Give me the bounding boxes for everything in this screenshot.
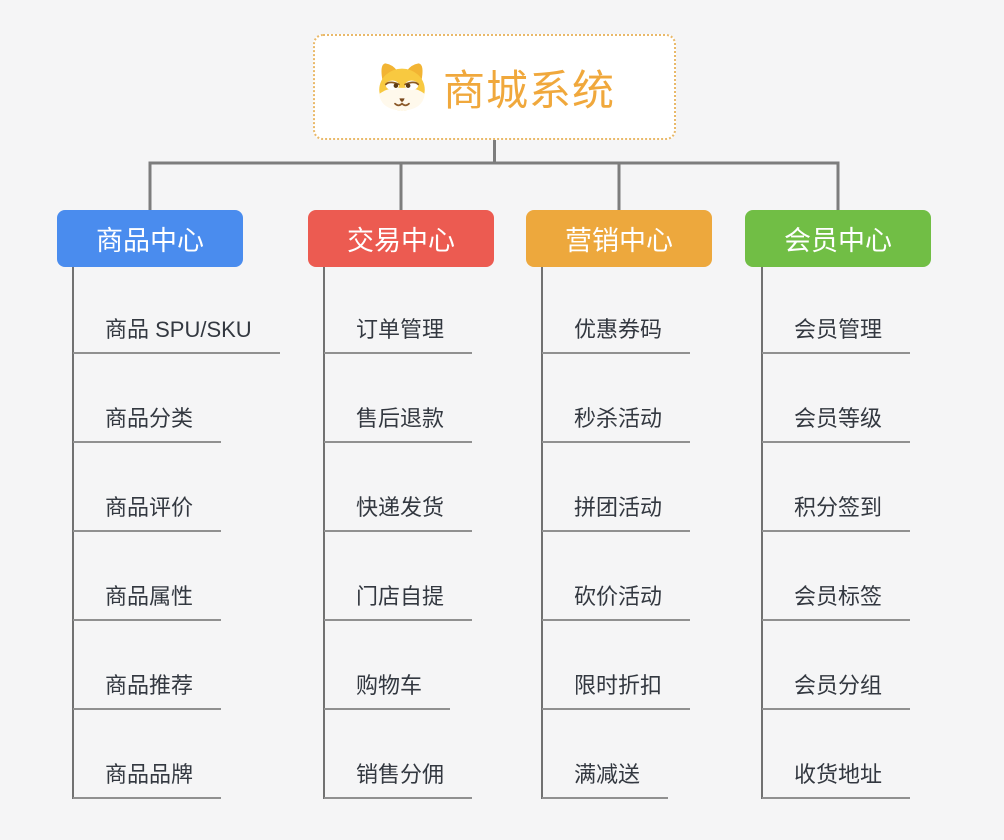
child-node[interactable]: 商品分类	[73, 403, 222, 443]
child-node[interactable]: 会员标签	[762, 581, 911, 621]
root-node[interactable]: 商城系统	[313, 34, 676, 140]
child-node[interactable]: 收货地址	[762, 759, 911, 799]
child-node[interactable]: 会员管理	[762, 314, 911, 354]
child-node[interactable]: 砍价活动	[542, 581, 691, 621]
child-node[interactable]: 秒杀活动	[542, 403, 691, 443]
child-node[interactable]: 商品 SPU/SKU	[73, 314, 280, 354]
branch-label: 交易中心	[347, 226, 455, 256]
child-node[interactable]: 会员等级	[762, 403, 911, 443]
child-node[interactable]: 购物车	[324, 670, 451, 710]
child-node[interactable]: 商品品牌	[73, 759, 222, 799]
child-node[interactable]: 商品属性	[73, 581, 222, 621]
branch-header-product-center[interactable]: 商品中心	[57, 210, 243, 267]
child-node[interactable]: 优惠券码	[542, 314, 691, 354]
child-node[interactable]: 会员分组	[762, 670, 911, 710]
child-node[interactable]: 商品评价	[73, 492, 222, 532]
child-node[interactable]: 订单管理	[324, 314, 473, 354]
branch-spine-line	[72, 267, 74, 799]
branch-header-trade-center[interactable]: 交易中心	[308, 210, 494, 267]
child-node[interactable]: 商品推荐	[73, 670, 222, 710]
branch-spine-line	[761, 267, 763, 799]
child-node[interactable]: 满减送	[542, 759, 669, 799]
branch-spine-line	[541, 267, 543, 799]
child-node[interactable]: 销售分佣	[324, 759, 473, 799]
child-node[interactable]: 限时折扣	[542, 670, 691, 710]
branch-label: 商品中心	[96, 226, 204, 256]
branch-header-marketing-center[interactable]: 营销中心	[526, 210, 712, 267]
child-node[interactable]: 门店自提	[324, 581, 473, 621]
branch-spine-line	[323, 267, 325, 799]
branch-header-member-center[interactable]: 会员中心	[745, 210, 931, 267]
dog-icon	[374, 59, 430, 115]
branch-label: 会员中心	[784, 226, 892, 256]
root-title: 商城系统	[442, 66, 615, 114]
branch-label: 营销中心	[565, 226, 673, 256]
child-node[interactable]: 快递发货	[324, 492, 473, 532]
child-node[interactable]: 积分签到	[762, 492, 911, 532]
child-node[interactable]: 售后退款	[324, 403, 473, 443]
child-node[interactable]: 拼团活动	[542, 492, 691, 532]
